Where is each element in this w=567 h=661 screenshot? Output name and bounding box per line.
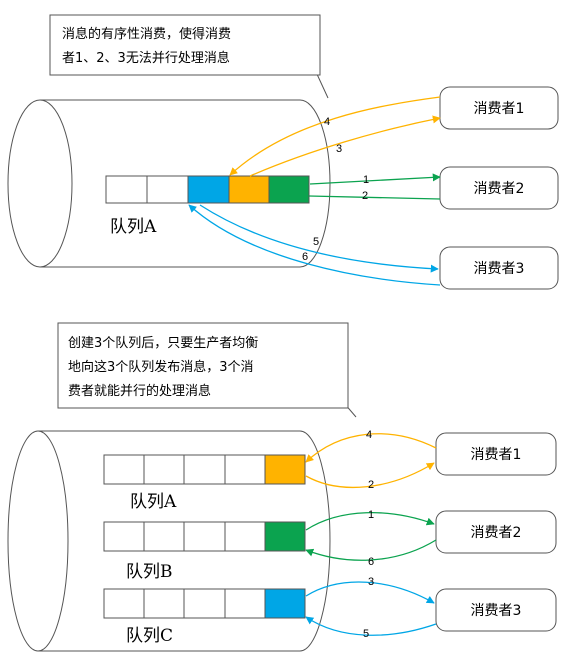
bottom-note-line-3: 费者就能并行的处理消息 bbox=[68, 383, 211, 399]
bottom-consumer-3-label: 消费者3 bbox=[471, 603, 522, 619]
top-arrow-5 bbox=[199, 204, 439, 273]
top-note: 消息的有序性消费，使得消费 者1、2、3无法并行处理消息 bbox=[49, 14, 329, 99]
bottom-arrow-label-1: 1 bbox=[368, 509, 374, 521]
bottom-scenario: 创建3个队列后，只要生产者均衡 地向这3个队列发布消息，3个消 费者就能并行的处… bbox=[7, 322, 557, 652]
bottom-consumer-3: 消费者3 bbox=[435, 588, 557, 632]
bottom-note: 创建3个队列后，只要生产者均衡 地向这3个队列发布消息，3个消 费者就能并行的处… bbox=[57, 322, 357, 418]
queue-a-orange-cell bbox=[264, 454, 306, 485]
top-arrow-3 bbox=[249, 115, 441, 177]
bottom-arrow-label-3: 3 bbox=[368, 576, 374, 588]
top-arrow-label-3: 3 bbox=[336, 143, 342, 155]
bottom-arrow-label-6: 6 bbox=[368, 556, 374, 568]
bottom-consumer-1: 消费者1 bbox=[435, 432, 557, 476]
top-note-line-1: 消息的有序性消费，使得消费 bbox=[62, 26, 231, 42]
bottom-note-line-2: 地向这3个队列发布消息，3个消 bbox=[68, 359, 254, 375]
bottom-queue-c-label: 队列C bbox=[126, 626, 173, 646]
top-arrow-label-1: 1 bbox=[363, 174, 369, 186]
bottom-queue-a bbox=[103, 454, 306, 485]
top-note-box bbox=[49, 14, 321, 76]
bottom-arrow-label-4: 4 bbox=[366, 429, 372, 441]
bottom-queue-c bbox=[103, 588, 306, 619]
bottom-queue-b-label: 队列B bbox=[126, 562, 173, 582]
bottom-arrow-1 bbox=[305, 512, 435, 531]
bottom-consumer-1-label: 消费者1 bbox=[471, 447, 522, 463]
top-consumer-1-label: 消费者1 bbox=[474, 101, 525, 117]
queue-b-green-cell bbox=[264, 521, 306, 552]
bottom-queue-a-label: 队列A bbox=[130, 492, 177, 512]
bottom-cylinder bbox=[7, 430, 331, 652]
top-arrow-label-2: 2 bbox=[362, 190, 368, 202]
queue-c-blue-cell bbox=[264, 588, 306, 619]
queue-cell-orange bbox=[228, 175, 270, 204]
bottom-arrow-3 bbox=[305, 581, 435, 604]
top-consumer-3: 消费者3 bbox=[439, 246, 559, 290]
top-consumer-2-label: 消费者2 bbox=[474, 181, 525, 197]
bottom-queue-b bbox=[103, 521, 306, 552]
bottom-arrow-label-5: 5 bbox=[363, 628, 369, 640]
bottom-arrow-4 bbox=[305, 433, 437, 463]
top-arrow-4 bbox=[229, 96, 441, 176]
bottom-arrow-6 bbox=[305, 539, 437, 561]
top-arrow-label-4: 4 bbox=[324, 116, 330, 128]
top-arrow-label-6: 6 bbox=[302, 251, 308, 263]
top-arrow-1 bbox=[309, 173, 441, 185]
top-arrow-label-5: 5 bbox=[313, 236, 319, 248]
queue-cell-empty bbox=[105, 175, 148, 204]
bottom-note-box bbox=[57, 322, 349, 409]
top-queue-a bbox=[105, 175, 310, 204]
bottom-consumer-2-label: 消费者2 bbox=[471, 525, 522, 541]
top-arrow-2 bbox=[308, 195, 441, 200]
top-queue-label: 队列A bbox=[110, 217, 157, 237]
top-scenario: 消息的有序性消费，使得消费 者1、2、3无法并行处理消息 队列A 消费者1 消费… bbox=[7, 14, 559, 290]
bottom-arrow-label-2: 2 bbox=[368, 479, 374, 491]
queue-cell-green bbox=[268, 175, 310, 204]
top-consumer-2: 消费者2 bbox=[439, 166, 559, 210]
queue-cell-empty bbox=[146, 175, 189, 204]
bottom-consumer-2: 消费者2 bbox=[435, 510, 557, 554]
top-note-line-2: 者1、2、3无法并行处理消息 bbox=[62, 50, 230, 66]
top-arrow-6 bbox=[188, 204, 441, 286]
bottom-note-line-1: 创建3个队列后，只要生产者均衡 bbox=[68, 336, 258, 351]
queue-cell-blue bbox=[187, 175, 230, 204]
top-consumer-1: 消费者1 bbox=[439, 86, 559, 130]
top-consumer-3-label: 消费者3 bbox=[474, 261, 525, 277]
bottom-arrow-2 bbox=[305, 462, 435, 489]
bottom-arrow-5 bbox=[305, 616, 437, 636]
